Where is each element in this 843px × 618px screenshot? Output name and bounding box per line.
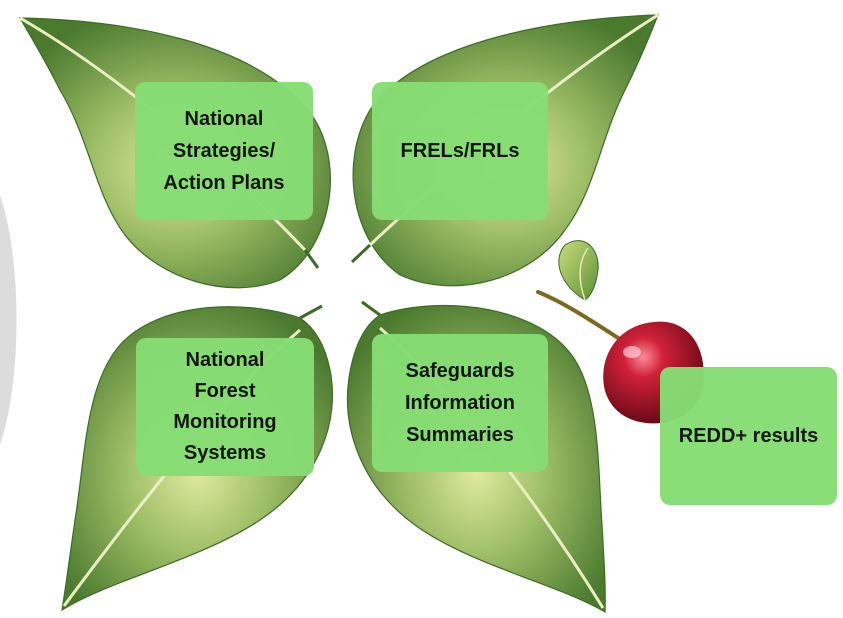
pillar-box-national-strategies: National Strategies/ Action Plans — [135, 82, 313, 220]
result-box-redd-results: REDD+ results — [660, 367, 837, 505]
pillar-label: National Strategies/ Action Plans — [163, 108, 285, 194]
pillar-box-safeguards: Safeguards Information Summaries — [372, 334, 548, 472]
pillar-label: FRELs/FRLs — [400, 140, 520, 162]
pillar-box-frels: FRELs/FRLs — [372, 82, 548, 220]
result-label: REDD+ results — [678, 425, 819, 447]
side-arc — [0, 195, 17, 445]
pillar-box-nfms: National Forest Monitoring Systems — [136, 338, 314, 476]
pillar-label: Safeguards Information Summaries — [405, 360, 515, 446]
pillar-label: National Forest Monitoring Systems — [173, 349, 277, 464]
